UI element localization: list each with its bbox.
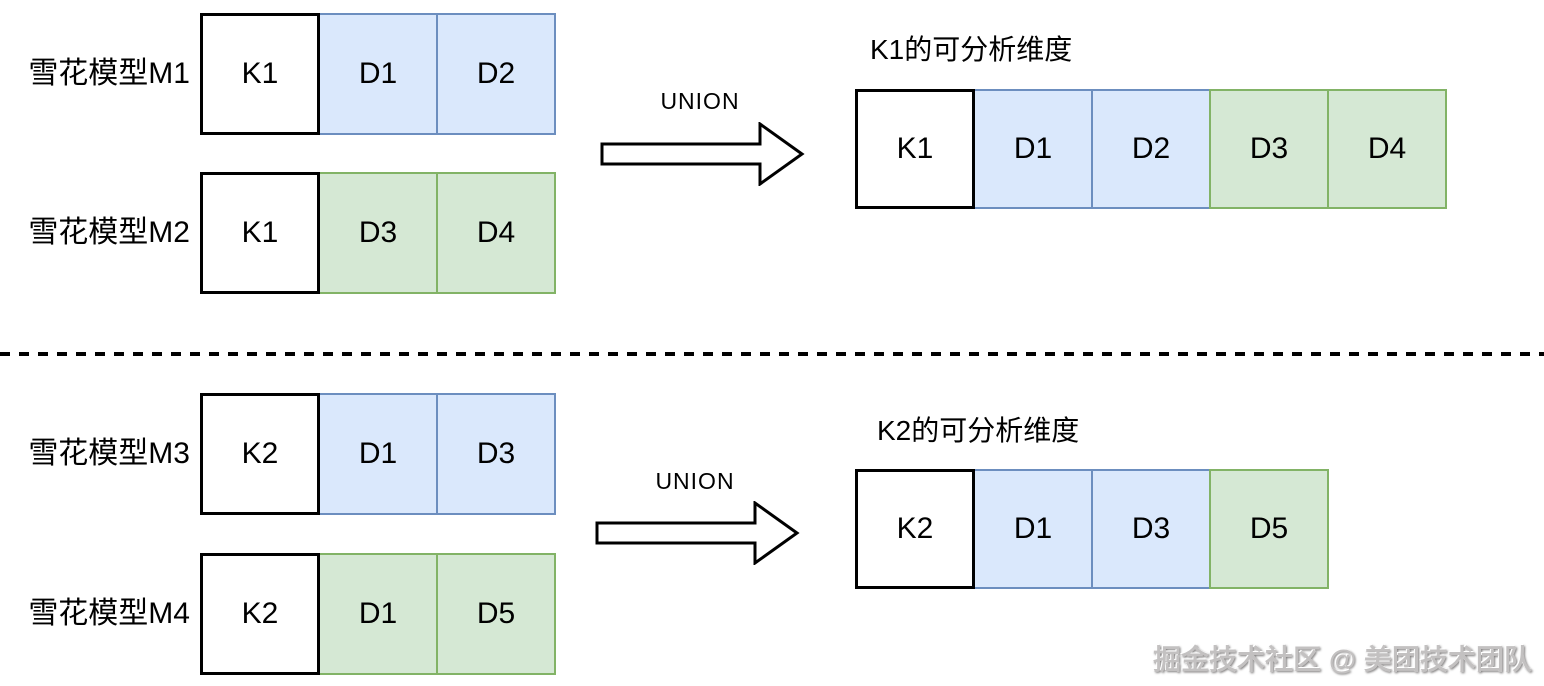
- union-arrow-icon: [600, 122, 805, 186]
- model-m3-label: 雪花模型M3: [28, 437, 190, 470]
- model-m3-row: K2 D1 D3: [200, 393, 556, 515]
- dashed-divider-line: [0, 352, 1544, 356]
- result-k2-title: K2的可分析维度: [877, 415, 1080, 446]
- m2-dim-cell: D4: [436, 172, 556, 294]
- result-k1-title: K1的可分析维度: [870, 34, 1073, 65]
- union-label: UNION: [655, 468, 735, 494]
- union-arrow-icon: [595, 501, 800, 565]
- result-k2-row: K2 D1 D3 D5: [855, 469, 1329, 589]
- model-m4-label: 雪花模型M4: [28, 597, 190, 630]
- m3-dim-cell: D1: [318, 393, 438, 515]
- union-label: UNION: [660, 88, 740, 114]
- result-k2-dim-cell: D1: [973, 469, 1093, 589]
- model-m1-label: 雪花模型M1: [28, 57, 190, 90]
- m1-dim-cell: D2: [436, 13, 556, 135]
- m1-key-cell: K1: [200, 13, 320, 135]
- watermark-text: 掘金技术社区 @ 美团技术团队: [1153, 644, 1532, 675]
- result-k1-dim-cell: D2: [1091, 89, 1211, 209]
- result-k1-dim-cell: D3: [1209, 89, 1329, 209]
- model-m2-label: 雪花模型M2: [28, 216, 190, 249]
- m4-key-cell: K2: [200, 553, 320, 675]
- result-k1-row: K1 D1 D2 D3 D4: [855, 89, 1447, 209]
- m4-dim-cell: D5: [436, 553, 556, 675]
- result-k2-key-cell: K2: [855, 469, 975, 589]
- result-k1-dim-cell: D4: [1327, 89, 1447, 209]
- result-k2-dim-cell: D3: [1091, 469, 1211, 589]
- result-k1-dim-cell: D1: [973, 89, 1093, 209]
- m4-dim-cell: D1: [318, 553, 438, 675]
- model-m2-row: K1 D3 D4: [200, 172, 556, 294]
- result-k1-key-cell: K1: [855, 89, 975, 209]
- model-m4-row: K2 D1 D5: [200, 553, 556, 675]
- result-k2-dim-cell: D5: [1209, 469, 1329, 589]
- m3-dim-cell: D3: [436, 393, 556, 515]
- m1-dim-cell: D1: [318, 13, 438, 135]
- m2-dim-cell: D3: [318, 172, 438, 294]
- m2-key-cell: K1: [200, 172, 320, 294]
- m3-key-cell: K2: [200, 393, 320, 515]
- model-m1-row: K1 D1 D2: [200, 13, 556, 135]
